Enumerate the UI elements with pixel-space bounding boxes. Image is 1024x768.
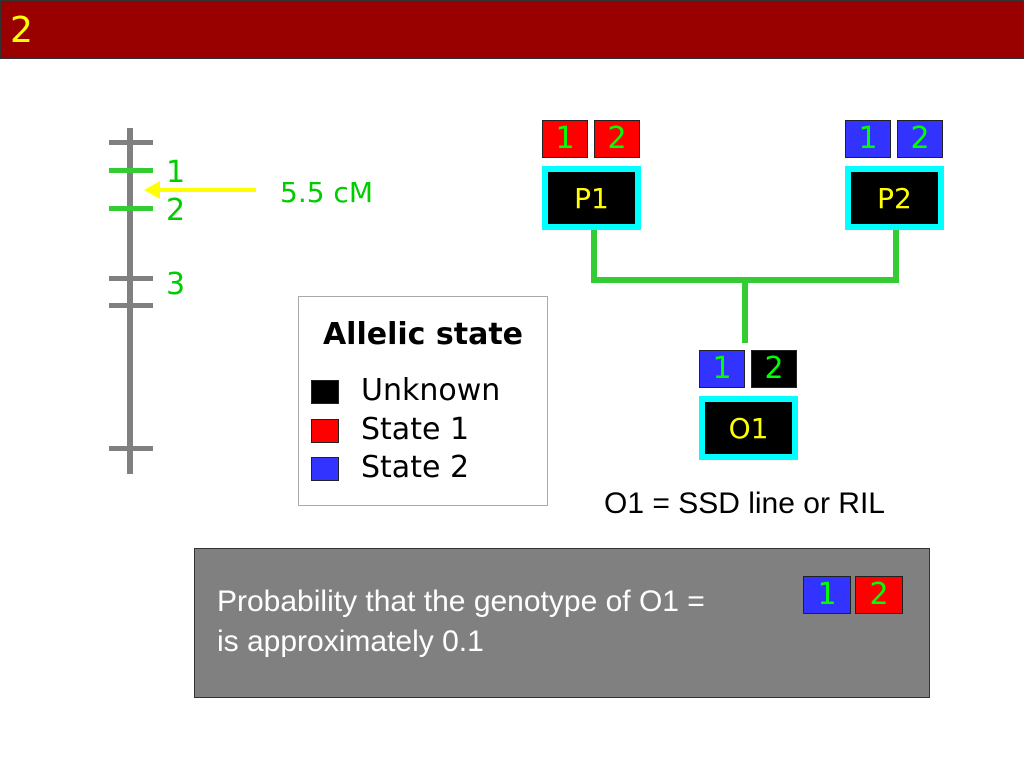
- pedigree-line-o1-up: [742, 283, 748, 343]
- marker-1-tick: [109, 168, 153, 173]
- p1-allele-1: 1: [542, 120, 588, 158]
- legend-swatch-state2: [311, 457, 339, 481]
- legend-label: State 2: [361, 450, 470, 485]
- marker-label-1: 1: [166, 155, 186, 190]
- marker-label-3: 3: [166, 267, 186, 302]
- marker-label-2: 2: [166, 193, 186, 228]
- probability-box: Probability that the genotype of O1 = is…: [194, 548, 930, 698]
- title-bar: [0, 0, 1024, 59]
- chromosome-end-bottom: [109, 446, 153, 451]
- distance-arrow-icon: [144, 181, 256, 199]
- slide-number: 2: [10, 10, 33, 51]
- probability-allele-1: 1: [803, 576, 851, 614]
- pedigree-line-p2-down: [893, 230, 899, 283]
- chromosome-axis: [127, 128, 133, 474]
- legend-swatch-unknown: [311, 380, 339, 404]
- probability-allele-2: 2: [855, 576, 903, 614]
- individual-p1: P1: [542, 166, 641, 230]
- legend-title: Allelic state: [322, 317, 524, 352]
- distance-label: 5.5 cM: [280, 176, 373, 209]
- p1-allele-2: 2: [594, 120, 640, 158]
- marker-3-tick-a: [109, 276, 153, 281]
- probability-text-line2: is approximately 0.1: [217, 625, 484, 658]
- marker-2-tick: [109, 206, 153, 211]
- individual-p2: P2: [845, 166, 944, 230]
- legend-swatch-state1: [311, 419, 339, 443]
- legend-label: Unknown: [361, 373, 501, 408]
- individual-p2-label: P2: [851, 172, 938, 224]
- p2-allele-1: 1: [845, 120, 891, 158]
- o1-allele-2: 2: [751, 350, 797, 388]
- p2-allele-2: 2: [897, 120, 943, 158]
- pedigree-line-horizontal: [591, 277, 899, 283]
- probability-text-line1: Probability that the genotype of O1 =: [217, 585, 705, 618]
- individual-o1-label: O1: [705, 402, 792, 454]
- caption: O1 = SSD line or RIL: [604, 487, 885, 520]
- individual-o1: O1: [699, 396, 798, 460]
- individual-p1-label: P1: [548, 172, 635, 224]
- o1-allele-1: 1: [699, 350, 745, 388]
- marker-3-tick-b: [109, 303, 153, 308]
- chromosome-end-top: [109, 140, 153, 145]
- pedigree-line-p1-down: [591, 230, 597, 283]
- legend: Allelic state Unknown State 1 State 2: [298, 296, 548, 506]
- legend-label: State 1: [361, 412, 470, 447]
